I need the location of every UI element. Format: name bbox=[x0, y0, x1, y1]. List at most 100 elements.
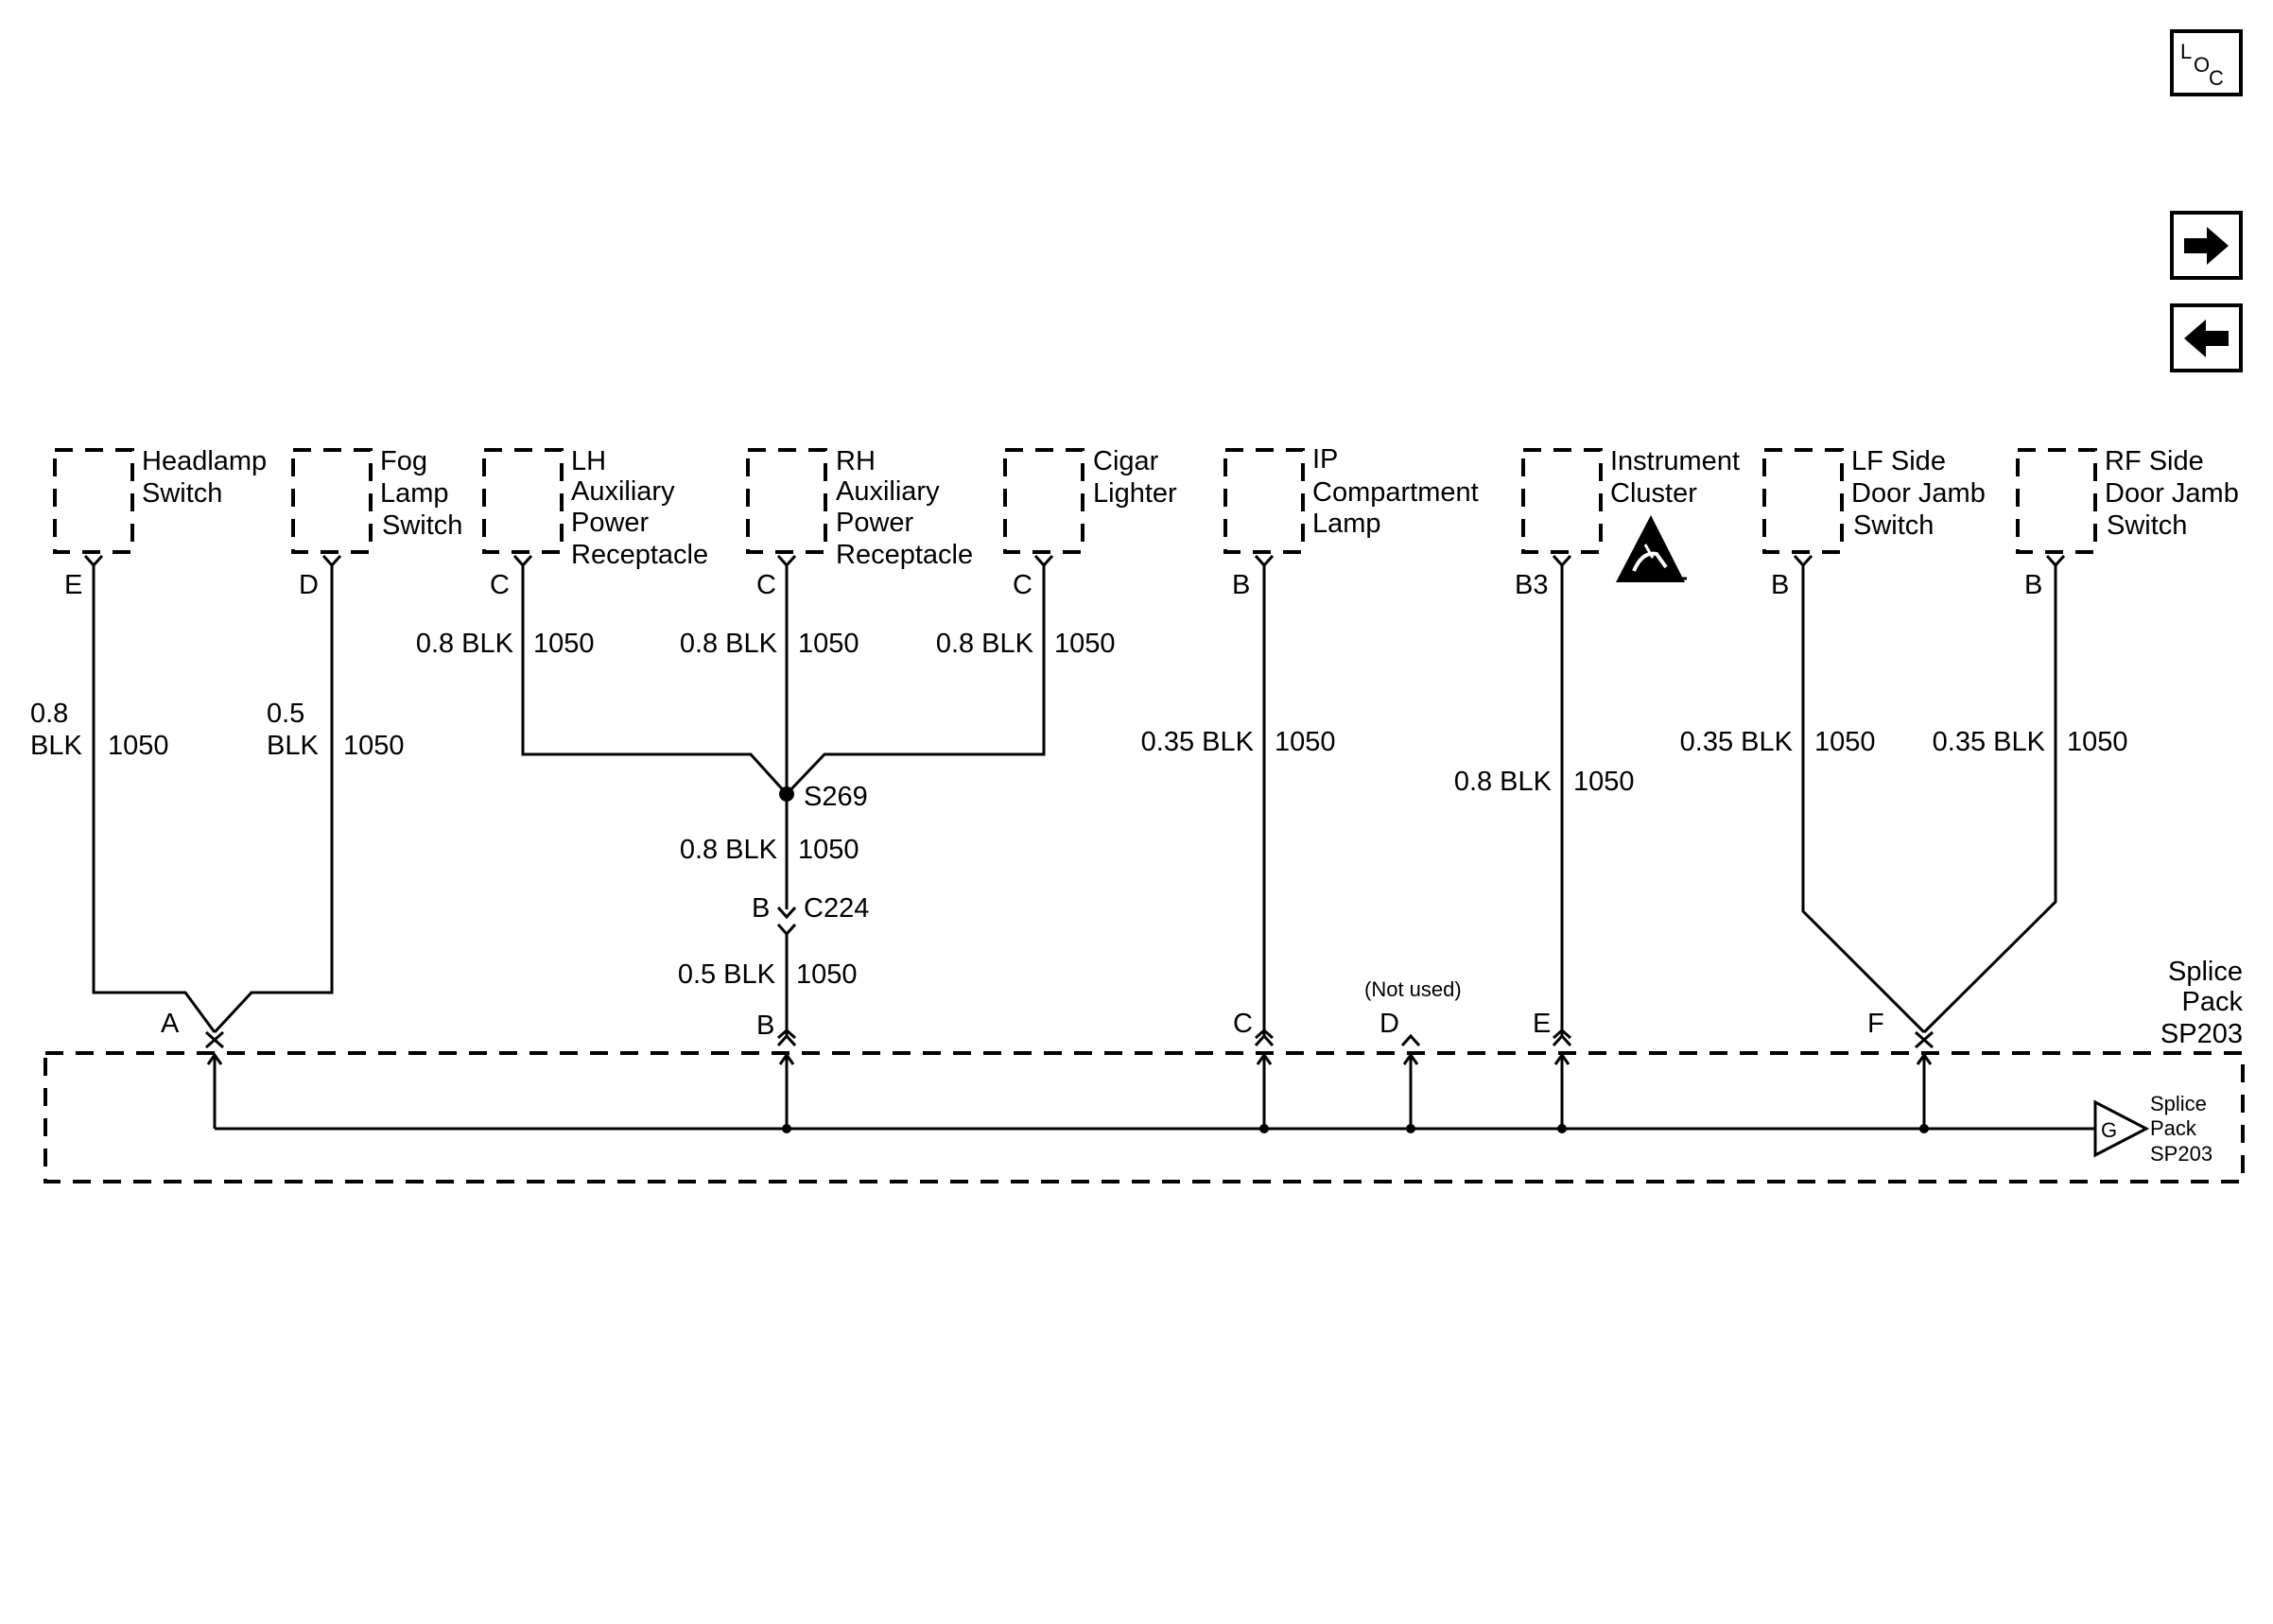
pin-label: B bbox=[1232, 570, 1250, 600]
label-line: Switch bbox=[382, 510, 462, 541]
fog-lamp-switch-label: Fog Lamp Switch bbox=[380, 446, 462, 541]
label-line: Receptacle bbox=[571, 540, 708, 570]
wire-gauge-color: 0.8 BLK bbox=[680, 835, 778, 865]
label-line: Splice bbox=[2168, 957, 2243, 987]
splice-internal-connections bbox=[206, 1052, 2095, 1131]
wire-label-headlamp: 0.8 BLK 1050 bbox=[30, 699, 169, 761]
splice-terminals bbox=[205, 1028, 1934, 1049]
pin-forks bbox=[83, 554, 2066, 568]
splice-pin-label: D bbox=[1379, 1009, 1399, 1039]
wire-gauge-color: 0.35 BLK bbox=[1680, 727, 1794, 757]
wire-gauge: 0.5 bbox=[267, 699, 304, 729]
label-line: Headlamp bbox=[142, 446, 267, 476]
ip-compartment-lamp-box bbox=[1223, 448, 1305, 554]
lf-door-jamb-switch-label: LF Side Door Jamb Switch bbox=[1851, 446, 1986, 541]
wire-gauge: 0.8 bbox=[30, 699, 68, 729]
splice-pack-sp203-box bbox=[43, 1051, 2245, 1183]
wire-gauge-color: 0.35 BLK bbox=[1933, 727, 2046, 757]
cigar-lighter-box bbox=[1003, 448, 1084, 554]
splice-pin-label: B bbox=[756, 1011, 774, 1041]
wire-gauge-color: 0.8 BLK bbox=[936, 629, 1034, 659]
wire-gauge-color: 0.8 BLK bbox=[1454, 767, 1553, 797]
label-line: Pack bbox=[2150, 1116, 2197, 1140]
splice-pin-label: F bbox=[1867, 1009, 1884, 1039]
not-used-note: (Not used) bbox=[1364, 977, 1462, 1001]
label-line: Auxiliary bbox=[571, 476, 675, 507]
pin-label: D bbox=[299, 570, 319, 600]
wire-headlamp bbox=[92, 565, 217, 1033]
label-line: Lighter bbox=[1093, 478, 1177, 509]
label-line: Door Jamb bbox=[2105, 478, 2239, 509]
wire-color: BLK bbox=[267, 731, 319, 761]
wire-lf-door bbox=[1801, 565, 1926, 1034]
wire-cigar bbox=[785, 565, 1046, 796]
wire-rf-door bbox=[1922, 565, 2057, 1034]
lh-aux-receptacle-label: LH Auxiliary Power Receptacle bbox=[571, 446, 708, 570]
rh-aux-receptacle-box bbox=[746, 448, 827, 554]
next-page-button[interactable] bbox=[2170, 211, 2243, 280]
label-line: Splice bbox=[2150, 1092, 2207, 1115]
splice-pin-label: E bbox=[1533, 1009, 1551, 1039]
pin-label: C bbox=[1013, 570, 1032, 600]
wire-gauge-color: 0.8 BLK bbox=[680, 629, 778, 659]
label-line: Switch bbox=[2107, 510, 2187, 541]
loc-button[interactable]: L O C bbox=[2170, 29, 2243, 96]
wire-gauge-color: 0.35 BLK bbox=[1141, 727, 1255, 757]
arrow-right-icon bbox=[2184, 227, 2229, 265]
splice-bus-junctions bbox=[782, 1124, 1929, 1133]
label-line: RH bbox=[836, 446, 876, 476]
label-line: Receptacle bbox=[836, 540, 973, 570]
pin-label: B bbox=[2024, 570, 2042, 600]
wire-fog bbox=[213, 565, 334, 1034]
lf-door-jamb-switch-box bbox=[1762, 448, 1844, 554]
loc-letter-o: O bbox=[2194, 53, 2210, 77]
label-line: Lamp bbox=[380, 478, 449, 509]
label-line: Instrument bbox=[1610, 446, 1740, 476]
wire-gauge-color: 0.5 BLK bbox=[678, 959, 776, 990]
esd-warning-icon bbox=[1616, 515, 1687, 582]
instrument-cluster-label: Instrument Cluster bbox=[1610, 446, 1740, 509]
wire-color: BLK bbox=[30, 731, 82, 761]
rh-aux-receptacle-label: RH Auxiliary Power Receptacle bbox=[836, 446, 973, 570]
circuit-number: 1050 bbox=[1054, 629, 1116, 659]
label-line: Compartment bbox=[1312, 477, 1479, 508]
label-line: Lamp bbox=[1312, 509, 1381, 539]
headlamp-switch-box bbox=[53, 448, 134, 554]
cigar-lighter-label: Cigar Lighter bbox=[1093, 446, 1177, 509]
circuit-number: 1050 bbox=[1814, 727, 1876, 757]
splice-pin-label: A bbox=[161, 1009, 180, 1039]
rf-door-jamb-switch-box bbox=[2016, 448, 2097, 554]
circuit-number: 1050 bbox=[533, 629, 595, 659]
pin-label: B3 bbox=[1515, 570, 1548, 600]
splice-s269-label: S269 bbox=[804, 782, 868, 812]
ground-label: Splice Pack SP203 bbox=[2150, 1092, 2212, 1166]
label-line: Pack bbox=[2182, 987, 2244, 1017]
arrow-left-icon bbox=[2184, 320, 2229, 357]
circuit-number: 1050 bbox=[796, 959, 858, 990]
circuit-number: 1050 bbox=[343, 731, 405, 761]
connector-c224-symbol bbox=[776, 906, 797, 937]
circuit-number: 1050 bbox=[798, 629, 859, 659]
label-line: Switch bbox=[142, 478, 222, 509]
loc-letter-l: L bbox=[2180, 40, 2192, 63]
label-line: Power bbox=[836, 508, 914, 538]
splice-s269-dot bbox=[779, 786, 794, 802]
label-line: LF Side bbox=[1851, 446, 1946, 476]
lh-aux-receptacle-box bbox=[482, 448, 564, 554]
label-line: SP203 bbox=[2160, 1019, 2243, 1049]
label-line: Door Jamb bbox=[1851, 478, 1986, 509]
label-line: LH bbox=[571, 446, 606, 476]
circuit-number: 1050 bbox=[798, 835, 859, 865]
label-line: SP203 bbox=[2150, 1142, 2212, 1166]
ground-terminal-g: G bbox=[2093, 1099, 2150, 1158]
rf-door-jamb-switch-label: RF Side Door Jamb Switch bbox=[2105, 446, 2239, 541]
circuit-number: 1050 bbox=[1275, 727, 1336, 757]
circuit-number: 1050 bbox=[2067, 727, 2128, 757]
label-line: Auxiliary bbox=[836, 476, 940, 507]
label-line: Power bbox=[571, 508, 650, 538]
wire-gauge-color: 0.8 BLK bbox=[416, 629, 514, 659]
connector-c224-pin: B bbox=[752, 893, 770, 924]
previous-page-button[interactable] bbox=[2170, 303, 2243, 372]
connector-c224-label: C224 bbox=[804, 893, 869, 924]
label-line: Switch bbox=[1853, 510, 1934, 541]
